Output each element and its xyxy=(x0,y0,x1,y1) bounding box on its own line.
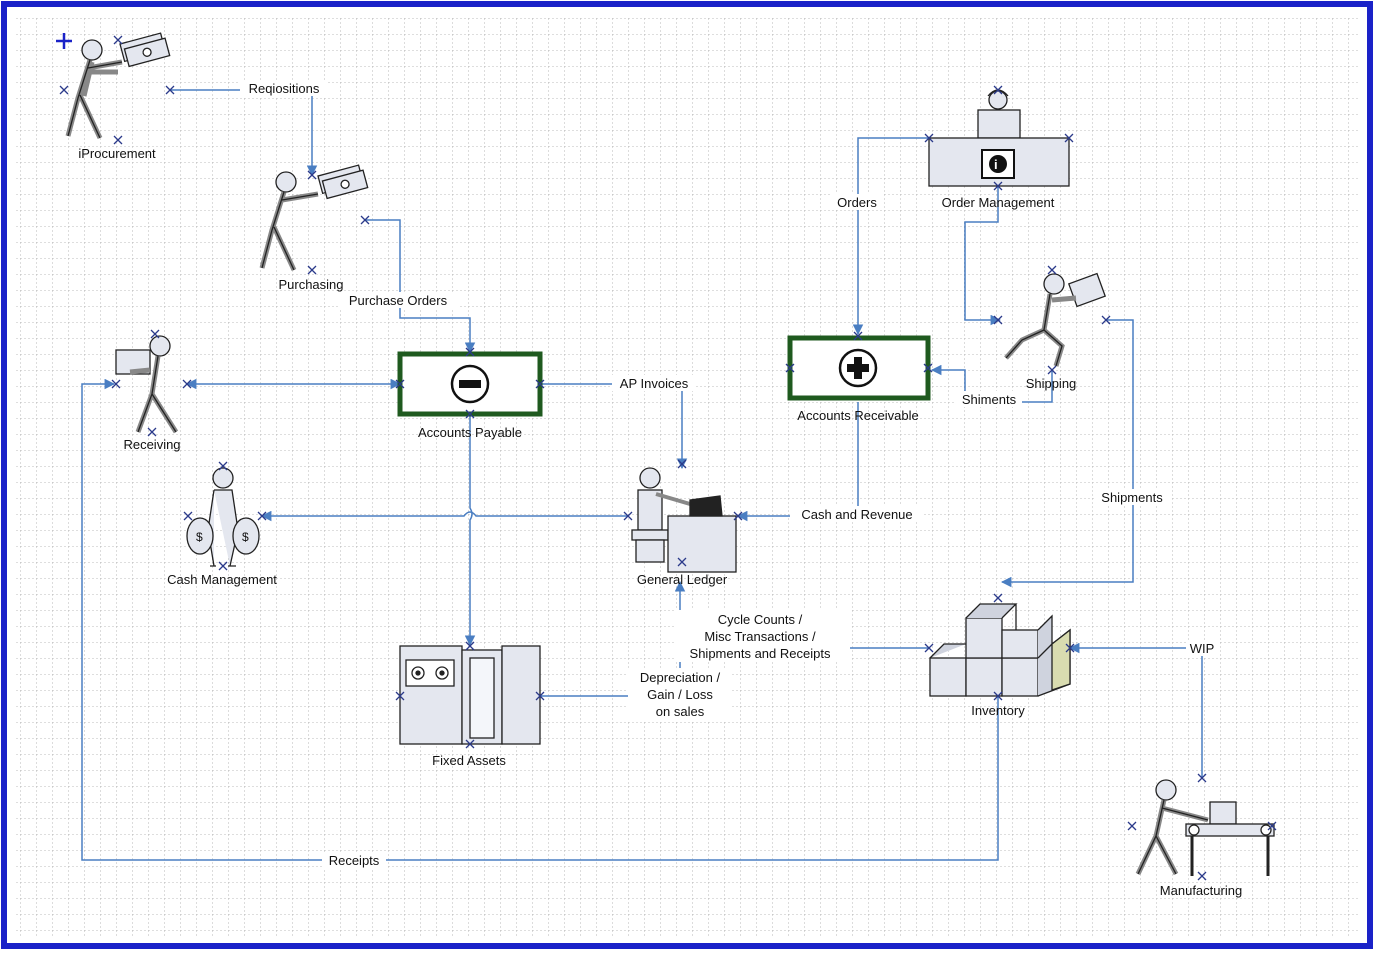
flow-label-purchase-orders: Purchase Orders xyxy=(349,293,448,308)
flow-label-requisitions: Reqiositions xyxy=(249,81,320,96)
label-inventory: Inventory xyxy=(971,703,1025,718)
flow-label-depreciation: Depreciation / xyxy=(640,670,721,685)
svg-text:$: $ xyxy=(196,530,203,544)
label-accounts-payable: Accounts Payable xyxy=(418,425,522,440)
flow-label-on-sales: on sales xyxy=(656,704,705,719)
label-manufacturing: Manufacturing xyxy=(1160,883,1242,898)
flow-label-misc-transactions: Misc Transactions / xyxy=(704,629,816,644)
label-iprocurement: iProcurement xyxy=(78,146,156,161)
fixed-assets-icon[interactable] xyxy=(400,646,540,744)
flow-label-shiments: Shiments xyxy=(962,392,1017,407)
label-accounts-receivable: Accounts Receivable xyxy=(797,408,918,423)
label-receiving: Receiving xyxy=(123,437,180,452)
label-shipping: Shipping xyxy=(1026,376,1077,391)
flow-label-ap-invoices: AP Invoices xyxy=(620,376,689,391)
flow-label-cycle-counts: Cycle Counts / xyxy=(718,612,803,627)
flow-label-gain-loss: Gain / Loss xyxy=(647,687,713,702)
label-fixed-assets: Fixed Assets xyxy=(432,753,506,768)
flow-label-cash-revenue: Cash and Revenue xyxy=(801,507,912,522)
svg-text:i: i xyxy=(994,157,998,172)
svg-text:$: $ xyxy=(242,530,249,544)
label-order-management: Order Management xyxy=(942,195,1055,210)
label-general-ledger: General Ledger xyxy=(637,572,728,587)
accounts-payable-box[interactable] xyxy=(400,354,540,414)
flow-label-shipments: Shipments xyxy=(1101,490,1163,505)
flow-label-receipts: Receipts xyxy=(329,853,380,868)
flow-label-shipments-receipts: Shipments and Receipts xyxy=(690,646,831,661)
label-purchasing: Purchasing xyxy=(278,277,343,292)
flow-label-orders: Orders xyxy=(837,195,877,210)
flow-label-wip: WIP xyxy=(1190,641,1215,656)
label-cash-management: Cash Management xyxy=(167,572,277,587)
accounts-receivable-box[interactable] xyxy=(790,338,928,398)
